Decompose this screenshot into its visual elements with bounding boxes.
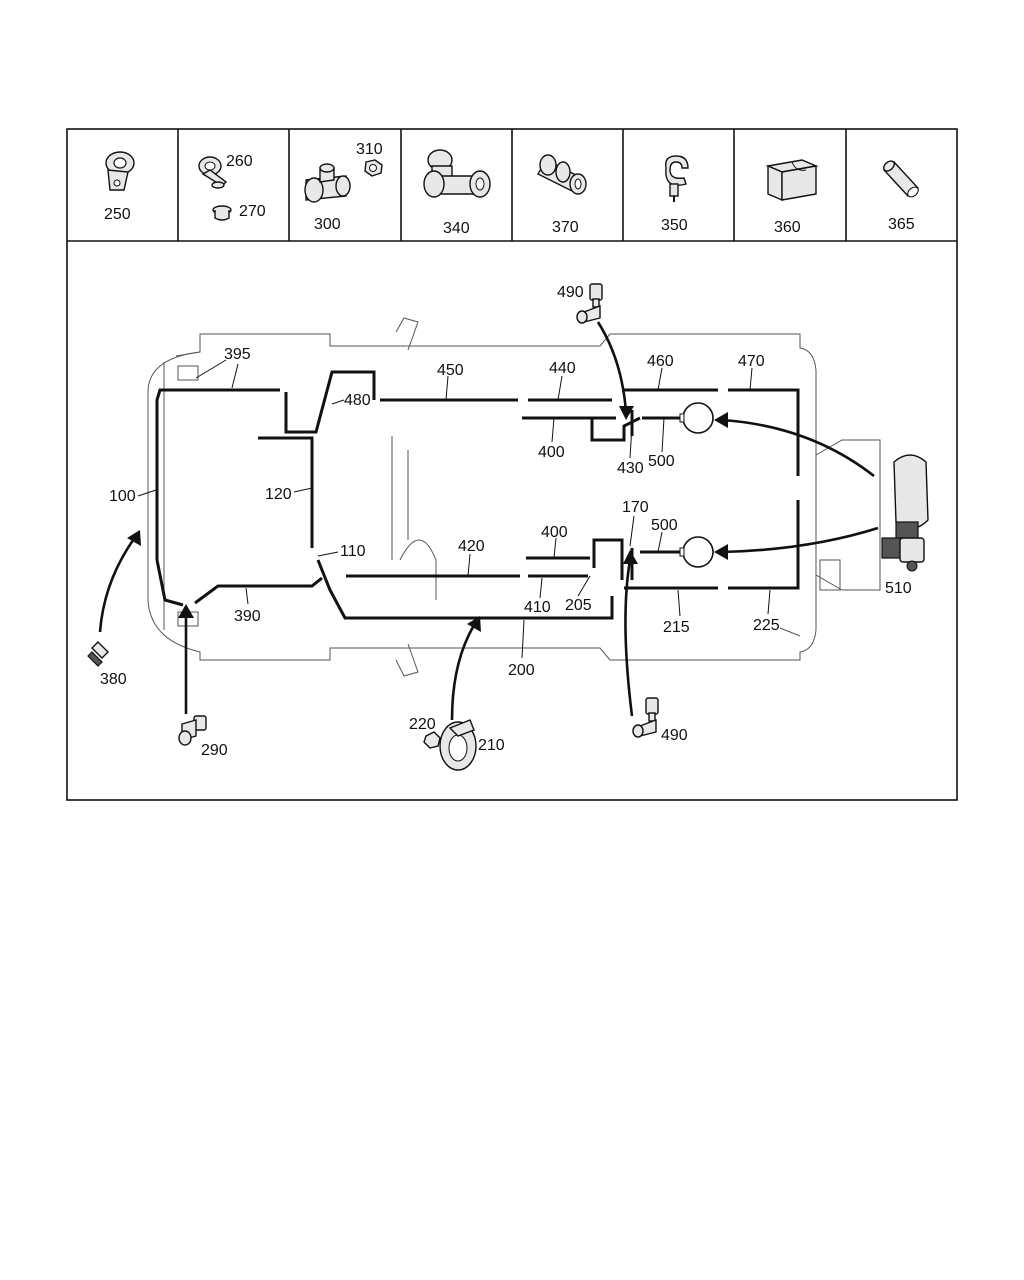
nut-icon xyxy=(364,159,383,177)
callout-440: 440 xyxy=(549,360,576,377)
air-tank-icon xyxy=(679,402,714,568)
leader-lines xyxy=(137,359,771,659)
tee-union-icon xyxy=(423,149,491,198)
pipe-430 xyxy=(590,416,641,442)
sleeve-icon xyxy=(882,160,920,198)
callout-205: 205 xyxy=(565,597,592,614)
elbow-fitting-icon xyxy=(576,283,603,324)
callout-500-top: 500 xyxy=(648,453,675,470)
catalog-cell-260-270[interactable]: 260 270 xyxy=(198,153,266,221)
catalog-cell-360[interactable]: 360 xyxy=(765,159,819,236)
callout-210: 210 xyxy=(478,737,505,754)
callout-430: 430 xyxy=(617,460,644,477)
catalog-cell-370[interactable]: 370 xyxy=(537,154,587,236)
callout-170: 170 xyxy=(622,499,649,516)
pipe-470 xyxy=(728,388,800,476)
diagram-frame xyxy=(66,128,958,801)
callout-490-bot: 490 xyxy=(661,727,688,744)
callout-200: 200 xyxy=(508,662,535,679)
callout-510: 510 xyxy=(885,580,912,597)
callout-120: 120 xyxy=(265,486,292,503)
callout-220: 220 xyxy=(409,716,436,733)
pipe-225 xyxy=(728,500,800,590)
callout-215: 215 xyxy=(663,619,690,636)
label-310: 310 xyxy=(356,141,383,158)
tee-fitting-icon xyxy=(304,163,351,203)
label-350: 350 xyxy=(661,217,688,234)
callout-470: 470 xyxy=(738,353,765,370)
callout-480: 480 xyxy=(344,392,371,409)
callout-500-mid: 500 xyxy=(651,517,678,534)
callout-225: 225 xyxy=(753,617,780,634)
pipe-clamp-icon xyxy=(198,156,228,189)
pipe-480 xyxy=(284,370,376,434)
pipe-390 xyxy=(194,576,323,605)
grommet-icon xyxy=(212,205,232,221)
hook-clip-icon xyxy=(665,155,689,202)
catalog-cell-365[interactable]: 365 xyxy=(882,159,920,233)
label-365: 365 xyxy=(888,216,915,233)
air-reservoir-valve-icon xyxy=(881,454,929,572)
clamp-with-nut-icon xyxy=(423,719,477,771)
rubber-block-icon xyxy=(765,159,819,202)
label-250: 250 xyxy=(104,206,131,223)
callout-410: 410 xyxy=(524,599,551,616)
pipe-120 xyxy=(258,436,314,548)
callout-labels: 490 395 450 440 460 470 480 400 430 500 … xyxy=(100,284,912,759)
callout-395: 395 xyxy=(224,346,251,363)
pointer-arrows xyxy=(98,321,879,721)
brake-pipes xyxy=(155,370,800,620)
callout-110: 110 xyxy=(340,543,366,560)
label-360: 360 xyxy=(774,219,801,236)
callout-420: 420 xyxy=(458,538,485,555)
vehicle-outline xyxy=(147,317,881,677)
label-300: 300 xyxy=(314,216,341,233)
callout-380: 380 xyxy=(100,671,127,688)
callout-290: 290 xyxy=(201,742,228,759)
elbow-fitting-icon-lower xyxy=(632,697,659,738)
pipe-205 xyxy=(592,538,624,580)
callout-390: 390 xyxy=(234,608,261,625)
pipe-110 xyxy=(316,559,614,620)
catalog-cell-300-310[interactable]: 310 300 xyxy=(304,141,383,233)
label-260: 260 xyxy=(226,153,253,170)
callout-100: 100 xyxy=(109,488,136,505)
callout-460: 460 xyxy=(647,353,674,370)
p-clip-icon xyxy=(105,151,135,191)
catalog-cell-250[interactable]: 250 xyxy=(104,151,135,223)
callout-450: 450 xyxy=(437,362,464,379)
label-340: 340 xyxy=(443,220,470,237)
bolt-icon xyxy=(87,641,109,667)
catalog-cell-350[interactable]: 350 xyxy=(661,155,689,234)
pipe-100 xyxy=(155,388,280,607)
label-370: 370 xyxy=(552,219,579,236)
straight-union-icon xyxy=(537,154,587,195)
elbow-fitting-icon-290 xyxy=(178,715,207,746)
catalog-cell-340[interactable]: 340 xyxy=(423,149,491,237)
label-270: 270 xyxy=(239,203,266,220)
callout-490-top: 490 xyxy=(557,284,584,301)
callout-400-mid: 400 xyxy=(541,524,568,541)
callout-400-top: 400 xyxy=(538,444,565,461)
